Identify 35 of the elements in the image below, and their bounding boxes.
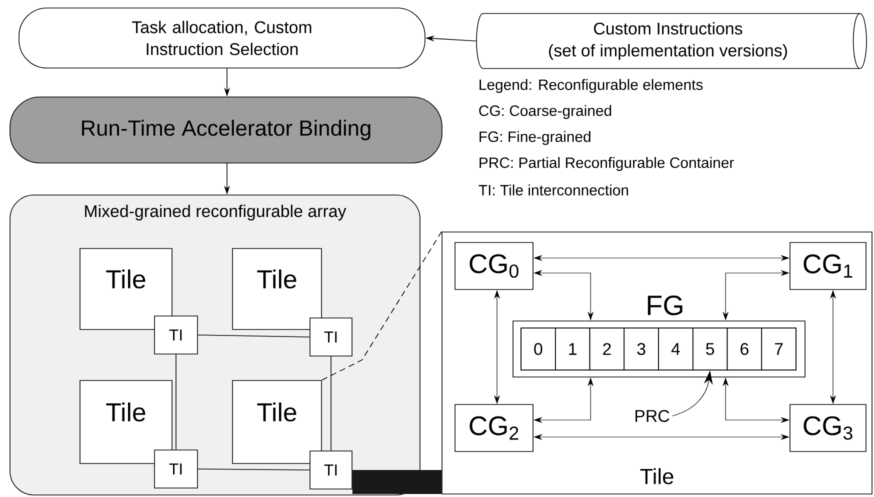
data-cylinder: Custom Instructions (set of implementation versions) — [476, 13, 867, 69]
prc-label: PRC — [636, 410, 670, 422]
interconnect-box: TI — [310, 318, 352, 356]
tile-box: Tile — [232, 380, 322, 464]
process-box: Run-Time Accelerator Binding — [10, 96, 442, 164]
tile-box: Tile — [80, 380, 172, 464]
cell: 0 — [520, 328, 556, 370]
interconnect-box: TI — [310, 450, 352, 490]
cell: 3 — [624, 328, 659, 370]
zoom-line — [322, 231, 442, 380]
cell: 2 — [589, 328, 625, 370]
cell: 1 — [554, 328, 590, 370]
interconnect-box: TI — [154, 450, 198, 488]
legend-text: FG: Fine-grained — [480, 131, 590, 145]
coarse-grained-box: CG$_{1}$ — [790, 242, 866, 290]
process-box: Task allocation, Custom Instruction Selection — [18, 8, 426, 68]
tile-box: Tile — [80, 248, 172, 330]
connection-line — [198, 334, 310, 338]
interconnect-box: TI — [154, 316, 198, 354]
coarse-grained-box: CG$_{2}$ — [454, 404, 534, 452]
coarse-grained-box: CG$_{0}$ — [454, 242, 534, 290]
coarse-grained-box: CG$_{3}$ — [790, 404, 866, 452]
cell: 6 — [726, 328, 762, 370]
connection-line — [198, 468, 310, 470]
cell: 5 — [692, 328, 728, 370]
legend-text: Legend: Reconfigurable elements — [480, 79, 703, 93]
node-label: FG — [648, 296, 682, 316]
legend-text: TI: Tile interconnection — [478, 184, 628, 196]
legend-text: CG: Coarse-grained — [479, 105, 612, 119]
connection-line — [330, 356, 332, 451]
zoom-bar — [352, 470, 442, 494]
tile-box: Tile — [232, 248, 322, 330]
cell: 7 — [761, 328, 796, 370]
cell: 4 — [658, 328, 694, 370]
legend-text: PRC: Partial Reconfigurable Container — [480, 157, 734, 171]
